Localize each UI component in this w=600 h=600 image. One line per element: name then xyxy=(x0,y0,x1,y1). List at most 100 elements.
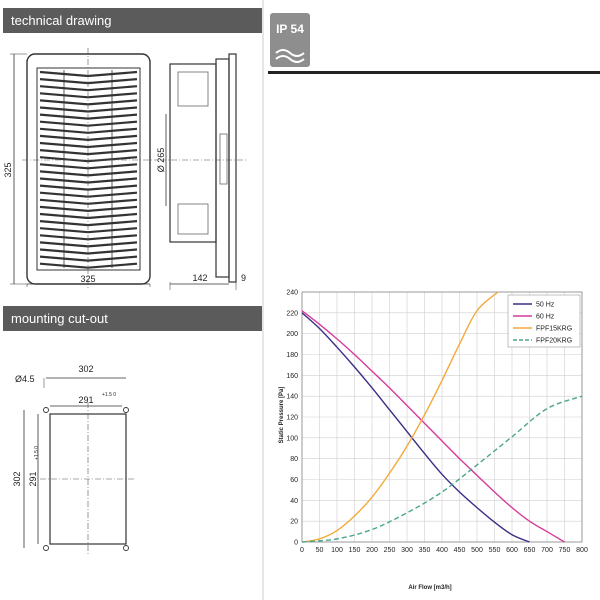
dim-width-label: 325 xyxy=(80,274,95,284)
side-body xyxy=(169,63,217,243)
grille-slat xyxy=(39,78,138,85)
mounting-cutout-drawing: Ø4.5 302 291 +1.5 0 302 291 +1.5 0 xyxy=(12,364,136,556)
grille-slat xyxy=(39,234,138,241)
grille-slat xyxy=(39,113,138,120)
series-line xyxy=(301,395,583,543)
dim-inner-h-label: 291 xyxy=(28,471,38,486)
wave-icon xyxy=(275,49,305,63)
x-tick-label: 300 xyxy=(401,547,413,554)
dim-hole-label: Ø4.5 xyxy=(15,374,35,384)
ip-rating-label: IP 54 xyxy=(276,22,304,36)
x-tick-label: 550 xyxy=(489,547,501,554)
dim-outer-w-label: 302 xyxy=(78,364,93,374)
grille-slat xyxy=(39,99,138,106)
panel-divider xyxy=(262,0,264,600)
y-tick-label: 180 xyxy=(286,352,298,359)
y-tick-label: 60 xyxy=(290,477,298,484)
grille-slat xyxy=(39,220,138,227)
x-tick-label: 500 xyxy=(471,547,483,554)
grille-slat xyxy=(39,134,138,142)
y-tick-label: 20 xyxy=(290,519,298,526)
side-lip xyxy=(228,53,237,283)
y-tick-label: 100 xyxy=(286,435,298,442)
grille-slat xyxy=(39,248,138,255)
technical-drawing-header: technical drawing xyxy=(3,8,262,33)
grille-slat xyxy=(39,198,138,205)
y-tick-label: 240 xyxy=(286,290,298,297)
x-tick-label: 450 xyxy=(454,547,466,554)
grille-slat xyxy=(39,156,138,163)
grille-slat xyxy=(39,127,138,134)
dim-diameter-label: Ø 265 xyxy=(156,148,166,173)
x-axis-label: Air Flow [m3/h] xyxy=(408,585,451,591)
hole-tl xyxy=(43,407,49,413)
chart-grid xyxy=(301,291,583,543)
dim-lip-label: 9 xyxy=(241,273,246,283)
header-rule xyxy=(268,71,600,74)
x-tick-label: 250 xyxy=(384,547,396,554)
grille-slat xyxy=(39,205,138,213)
legend-entry: 50 Hz xyxy=(536,302,555,309)
x-tick-label: 650 xyxy=(524,547,536,554)
grille-slat xyxy=(39,262,138,269)
grille-slat xyxy=(39,85,138,92)
x-tick-label: 700 xyxy=(541,547,553,554)
grille-slat xyxy=(39,212,138,220)
grille-slat xyxy=(39,241,138,248)
y-tick-label: 120 xyxy=(286,415,298,422)
dim-outer-h-label: 302 xyxy=(12,471,22,486)
x-tick-label: 200 xyxy=(366,547,378,554)
legend-entry: FPF15KRG xyxy=(536,326,572,333)
x-tick-label: 150 xyxy=(349,547,361,554)
ip-rating-badge: IP 54 xyxy=(270,13,310,67)
y-tick-label: 220 xyxy=(286,310,298,317)
grille-slat xyxy=(39,106,138,113)
grille-slat xyxy=(39,149,138,156)
chart-legend: 50 Hz 60 Hz FPF15KRG FPF20KRG xyxy=(507,294,581,348)
chart-ticks: 0 50 100 150 200 250 300 350 400 450 500 550 600 650 7… xyxy=(286,290,588,555)
mounting-cutout-header: mounting cut-out xyxy=(3,306,262,331)
dim-inner-h-tol: +1.5 0 xyxy=(34,446,40,460)
x-tick-label: 0 xyxy=(300,547,304,554)
x-tick-label: 800 xyxy=(576,547,588,554)
hole-tr xyxy=(123,407,129,413)
x-tick-label: 350 xyxy=(419,547,431,554)
grille-slat xyxy=(39,255,138,262)
series-line xyxy=(301,291,499,543)
y-tick-label: 80 xyxy=(290,456,298,463)
grille-slat xyxy=(39,170,138,177)
y-tick-label: 40 xyxy=(290,498,298,505)
x-tick-label: 50 xyxy=(316,547,324,554)
technical-drawing: 325 325 Ø 265 142 9 xyxy=(3,48,246,290)
legend-entry: 60 Hz xyxy=(536,314,555,321)
x-tick-label: 100 xyxy=(331,547,343,554)
grille-slat xyxy=(39,191,138,198)
series-line xyxy=(301,310,565,543)
legend-entry: FPF20KRG xyxy=(536,338,572,345)
x-tick-label: 600 xyxy=(506,547,518,554)
grille-slat xyxy=(39,120,138,127)
series-line xyxy=(301,312,530,543)
x-tick-label: 750 xyxy=(559,547,571,554)
grille-slat xyxy=(39,184,138,191)
hole-br xyxy=(123,545,129,551)
dim-depth-label: 142 xyxy=(192,273,207,283)
front-grille xyxy=(39,70,138,269)
x-tick-label: 400 xyxy=(436,547,448,554)
y-tick-label: 200 xyxy=(286,331,298,338)
y-tick-label: 160 xyxy=(286,373,298,380)
plot-frame xyxy=(301,291,583,543)
dim-inner-w-tol: +1.5 0 xyxy=(102,392,116,398)
grille-slat xyxy=(39,70,138,78)
grille-slat xyxy=(39,163,138,170)
grille-slat xyxy=(39,227,138,234)
hole-bl xyxy=(43,545,49,551)
dim-inner-w-label: 291 xyxy=(78,395,93,405)
dim-height-label: 325 xyxy=(3,162,13,177)
grille-slat xyxy=(39,92,138,99)
chart-curves xyxy=(301,291,583,543)
y-tick-label: 140 xyxy=(286,394,298,401)
grille-slat xyxy=(39,177,138,184)
y-axis-label: Static Pressure [Pa] xyxy=(279,387,285,444)
performance-chart: 0 50 100 150 200 250 300 350 400 450 500 550 600 650 7… xyxy=(279,290,588,592)
